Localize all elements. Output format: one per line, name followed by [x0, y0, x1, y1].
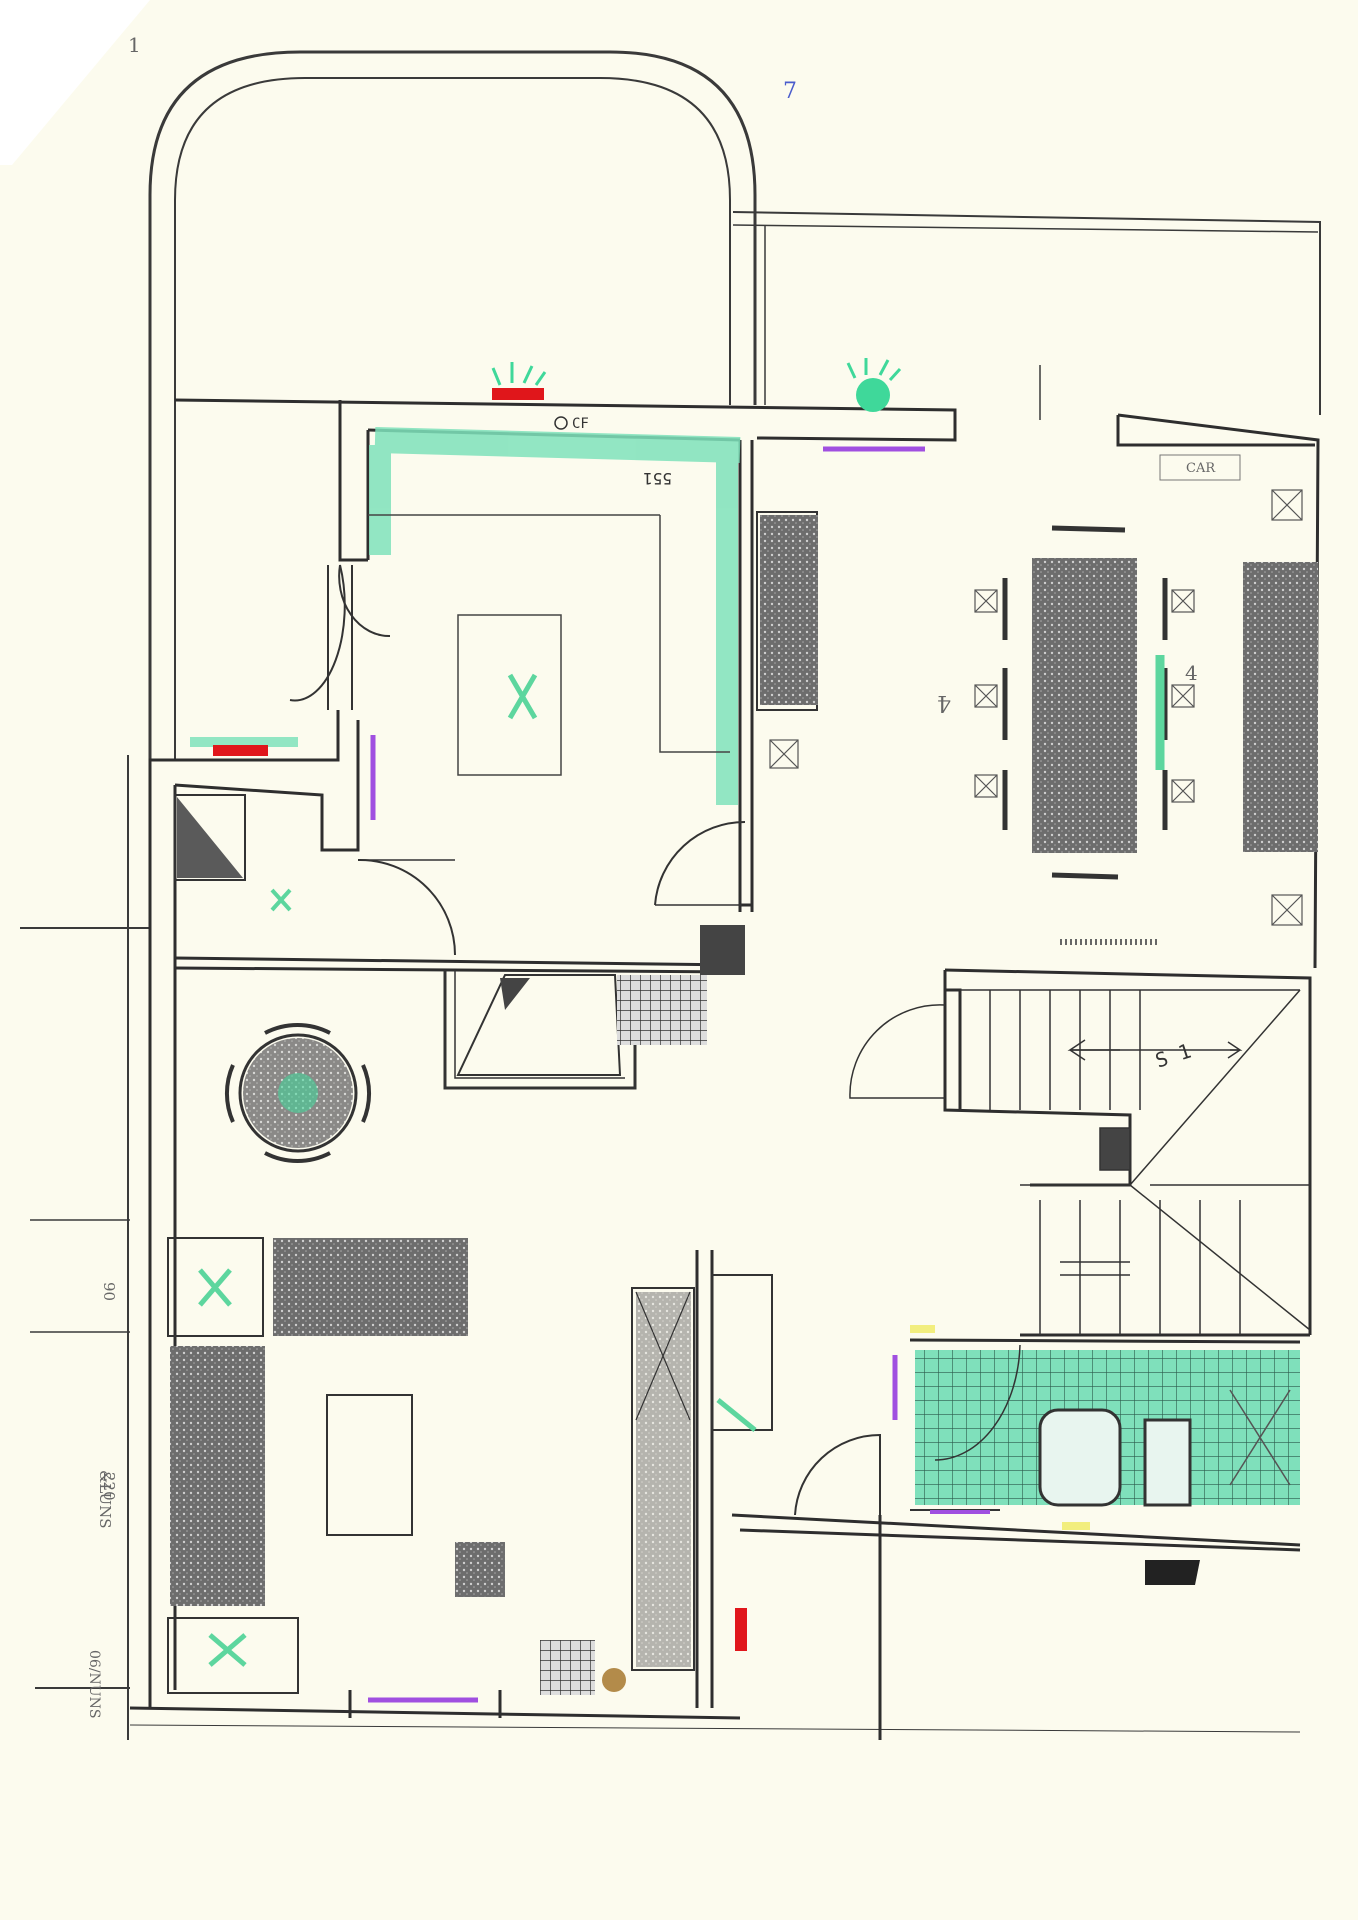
- dining-table: [1032, 558, 1137, 853]
- sofa: [760, 515, 818, 705]
- garden-boundary: [20, 50, 1321, 1740]
- green-marker: [856, 378, 890, 412]
- worktop: [170, 1346, 265, 1606]
- column-block: [700, 925, 745, 975]
- brown-marker: [602, 1668, 626, 1692]
- wall-dimension-label: 551: [643, 469, 672, 488]
- cabinet-tag-label: CAR: [1186, 461, 1216, 476]
- sink: [1038, 1408, 1122, 1507]
- tall-cabinets: [636, 1292, 691, 1667]
- round-table: [225, 1023, 371, 1163]
- chair-markers: [769, 489, 1303, 926]
- toilet: [1143, 1418, 1192, 1507]
- side-note-b: 06/NUNS: [86, 1650, 102, 1718]
- walls: [129, 398, 1320, 1740]
- hob-unit: [273, 1238, 468, 1336]
- green-highlights: [190, 427, 741, 805]
- room-number-right: 4: [1185, 661, 1198, 685]
- dining-area: [756, 454, 1318, 945]
- red-marker: [213, 745, 268, 756]
- storage-wedge: [177, 797, 243, 878]
- staircase: [849, 989, 1311, 1335]
- chimney-mark-label: CF: [572, 416, 589, 432]
- side-note-a: &LUNS: [96, 1470, 114, 1529]
- margin-mark: 7: [783, 79, 797, 104]
- stair-dimension-label: S 1: [1152, 1039, 1194, 1073]
- kitchen-table: [326, 1394, 413, 1536]
- kitchen-island: [457, 614, 562, 776]
- red-marker: [492, 388, 544, 400]
- room-number-left: 4: [937, 690, 951, 715]
- torn-page-corner: [0, 0, 150, 165]
- side-dimension-lower: 220: [100, 1472, 118, 1501]
- color-markers: [213, 358, 1090, 1703]
- side-dimension-upper: 90: [100, 1282, 118, 1301]
- sideboard: [1243, 562, 1318, 852]
- bathroom: [794, 1344, 1300, 1585]
- wood-store: [617, 975, 707, 1045]
- kitchen-units: [167, 1237, 773, 1695]
- yellow-marker: [1062, 1522, 1090, 1530]
- red-marker: [735, 1608, 747, 1651]
- fireplace: [443, 925, 745, 1090]
- light-rays: [491, 358, 902, 386]
- kitchen-room: [174, 514, 746, 956]
- sheet-number: 1: [128, 33, 141, 57]
- yellow-marker: [910, 1325, 935, 1333]
